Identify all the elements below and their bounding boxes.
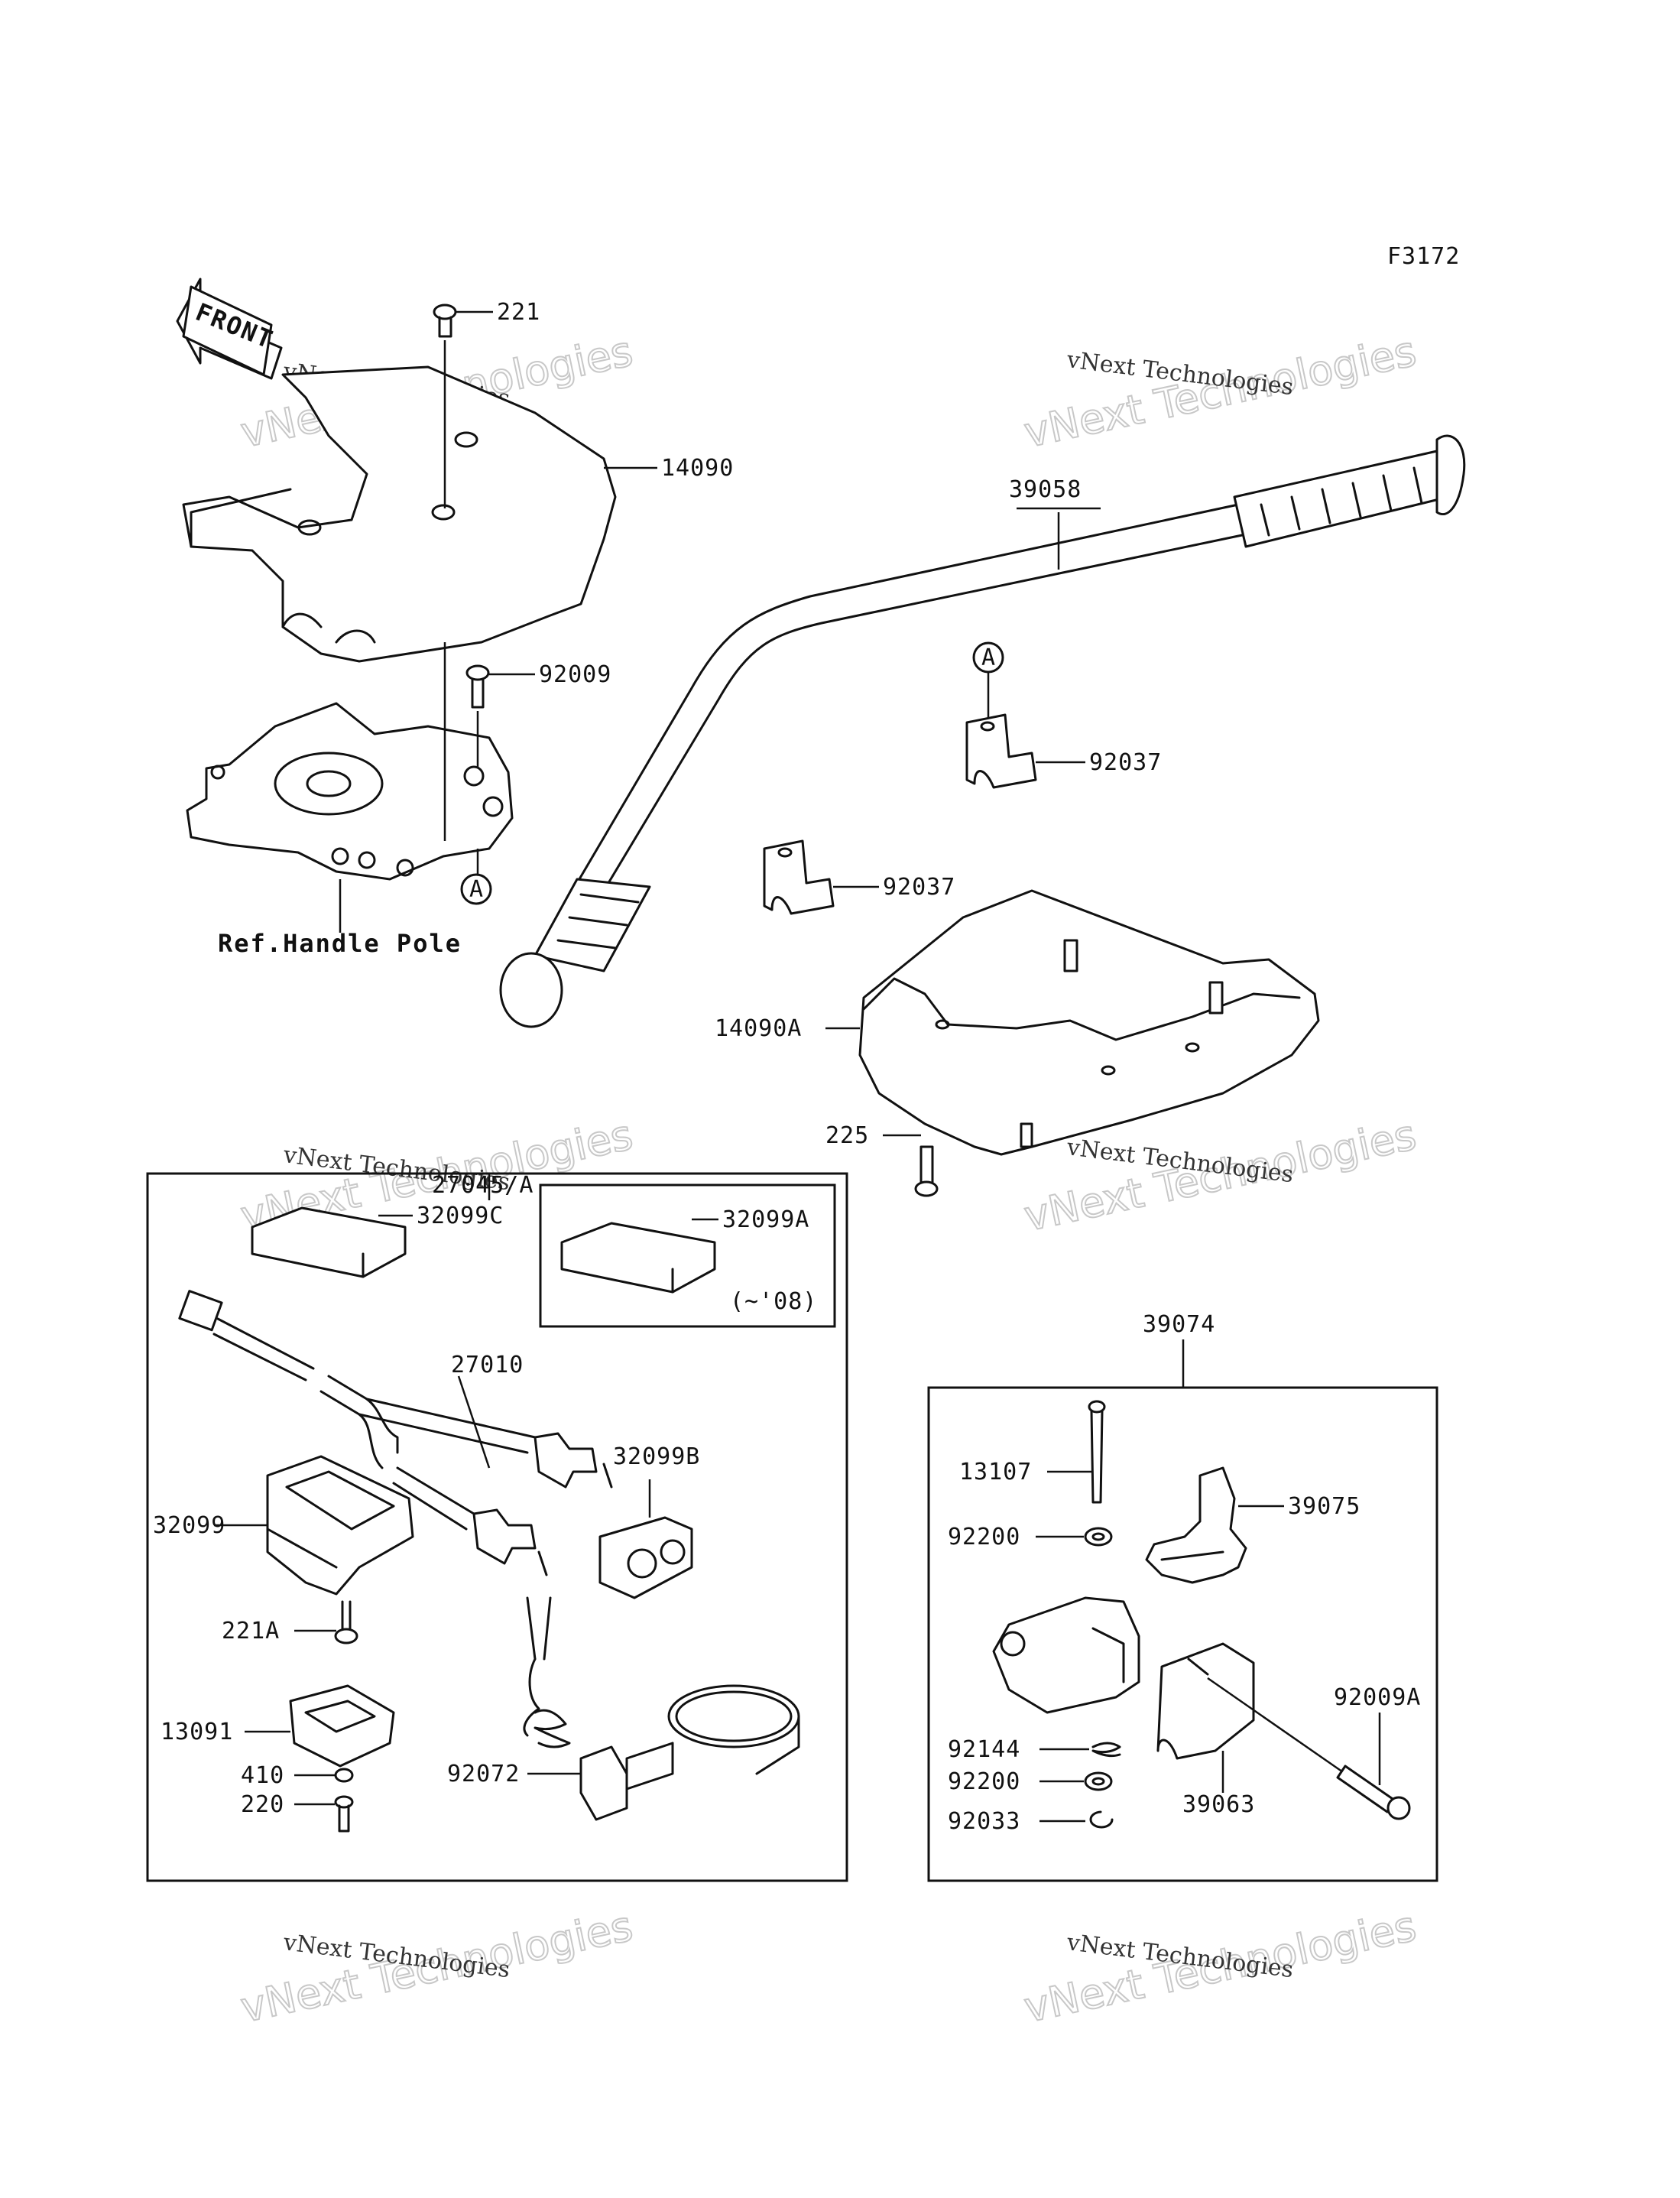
callout-221A: 221A xyxy=(222,1618,280,1644)
ref-marker-a: A xyxy=(469,876,484,903)
part-27010-harness xyxy=(178,1290,613,1576)
part-32099-housing xyxy=(266,1455,414,1596)
part-225-bolt xyxy=(914,1145,939,1197)
callout-32099C: 32099C xyxy=(417,1203,504,1229)
part-221-screw xyxy=(433,304,457,338)
callout-92009: 92009 xyxy=(539,661,611,688)
part-92200-washer-bottom xyxy=(1084,1771,1113,1791)
callout-225: 225 xyxy=(825,1122,869,1149)
callout-32099: 32099 xyxy=(153,1512,225,1539)
part-39075-lever xyxy=(1145,1466,1247,1584)
part-92033-clip xyxy=(1089,1810,1114,1829)
callout-32099A: 32099A xyxy=(722,1206,809,1233)
part-92072-lanyard xyxy=(523,1596,800,1821)
part-14090-cover xyxy=(182,365,617,663)
lever-assembly-box xyxy=(927,1386,1438,1882)
callout-39075: 39075 xyxy=(1288,1493,1361,1520)
part-13107-pin xyxy=(1088,1400,1106,1504)
callout-220: 220 xyxy=(241,1791,284,1818)
callout-39074: 39074 xyxy=(1143,1311,1215,1338)
part-13091-clamp xyxy=(289,1684,395,1768)
ref-marker-a-circle xyxy=(972,641,1004,674)
part-92200-washer-top xyxy=(1084,1527,1113,1547)
callout-27010: 27010 xyxy=(451,1352,524,1378)
part-92037-clamp-lower xyxy=(763,839,835,915)
date-note: (~'08) xyxy=(730,1288,817,1315)
callout-92144: 92144 xyxy=(948,1736,1020,1763)
part-32099C-cover xyxy=(251,1206,407,1278)
callout-32099B: 32099B xyxy=(613,1443,700,1470)
front-arrow-icon: FRONT xyxy=(176,278,283,380)
callout-92033: 92033 xyxy=(948,1808,1020,1835)
part-39058-handlebar xyxy=(499,434,1466,1028)
handle-pole-plate xyxy=(186,702,514,881)
callout-14090: 14090 xyxy=(661,455,734,482)
ref-marker-a-circle xyxy=(460,873,492,905)
part-14090A-cover xyxy=(858,889,1320,1156)
callout-39058: 39058 xyxy=(1009,476,1082,503)
variant-box xyxy=(539,1183,836,1328)
part-92009-screw xyxy=(465,664,490,709)
part-410-washer xyxy=(334,1768,354,1783)
callout-92200-bottom: 92200 xyxy=(948,1768,1020,1795)
callout-221: 221 xyxy=(497,299,540,326)
callout-92037-lower: 92037 xyxy=(883,874,955,901)
callout-13107: 13107 xyxy=(959,1459,1032,1485)
callout-92072: 92072 xyxy=(447,1761,520,1787)
ref-handle-pole-label: Ref.Handle Pole xyxy=(218,929,462,958)
callout-92037-upper: 92037 xyxy=(1089,749,1162,776)
part-32099A-cover xyxy=(560,1222,716,1294)
callout-92009A: 92009A xyxy=(1334,1684,1421,1711)
callout-92200-top: 92200 xyxy=(948,1524,1020,1550)
callout-14090A: 14090A xyxy=(715,1015,802,1042)
part-220-screw xyxy=(334,1795,354,1833)
part-92144-spring xyxy=(1091,1742,1121,1758)
switch-assembly-box xyxy=(146,1172,848,1882)
callout-39063: 39063 xyxy=(1182,1791,1255,1818)
callout-410: 410 xyxy=(241,1762,284,1789)
part-lever-housing xyxy=(992,1596,1140,1714)
part-92037-clamp-upper xyxy=(965,713,1037,789)
figure-code: F3172 xyxy=(1387,243,1460,270)
ref-marker-a: A xyxy=(981,644,996,671)
part-92009A-bolt xyxy=(1207,1677,1411,1820)
callout-13091: 13091 xyxy=(161,1719,233,1745)
part-32099B-bracket xyxy=(598,1516,693,1599)
part-221A-screw xyxy=(334,1600,358,1644)
callout-27045A: 27045/A xyxy=(432,1172,534,1199)
